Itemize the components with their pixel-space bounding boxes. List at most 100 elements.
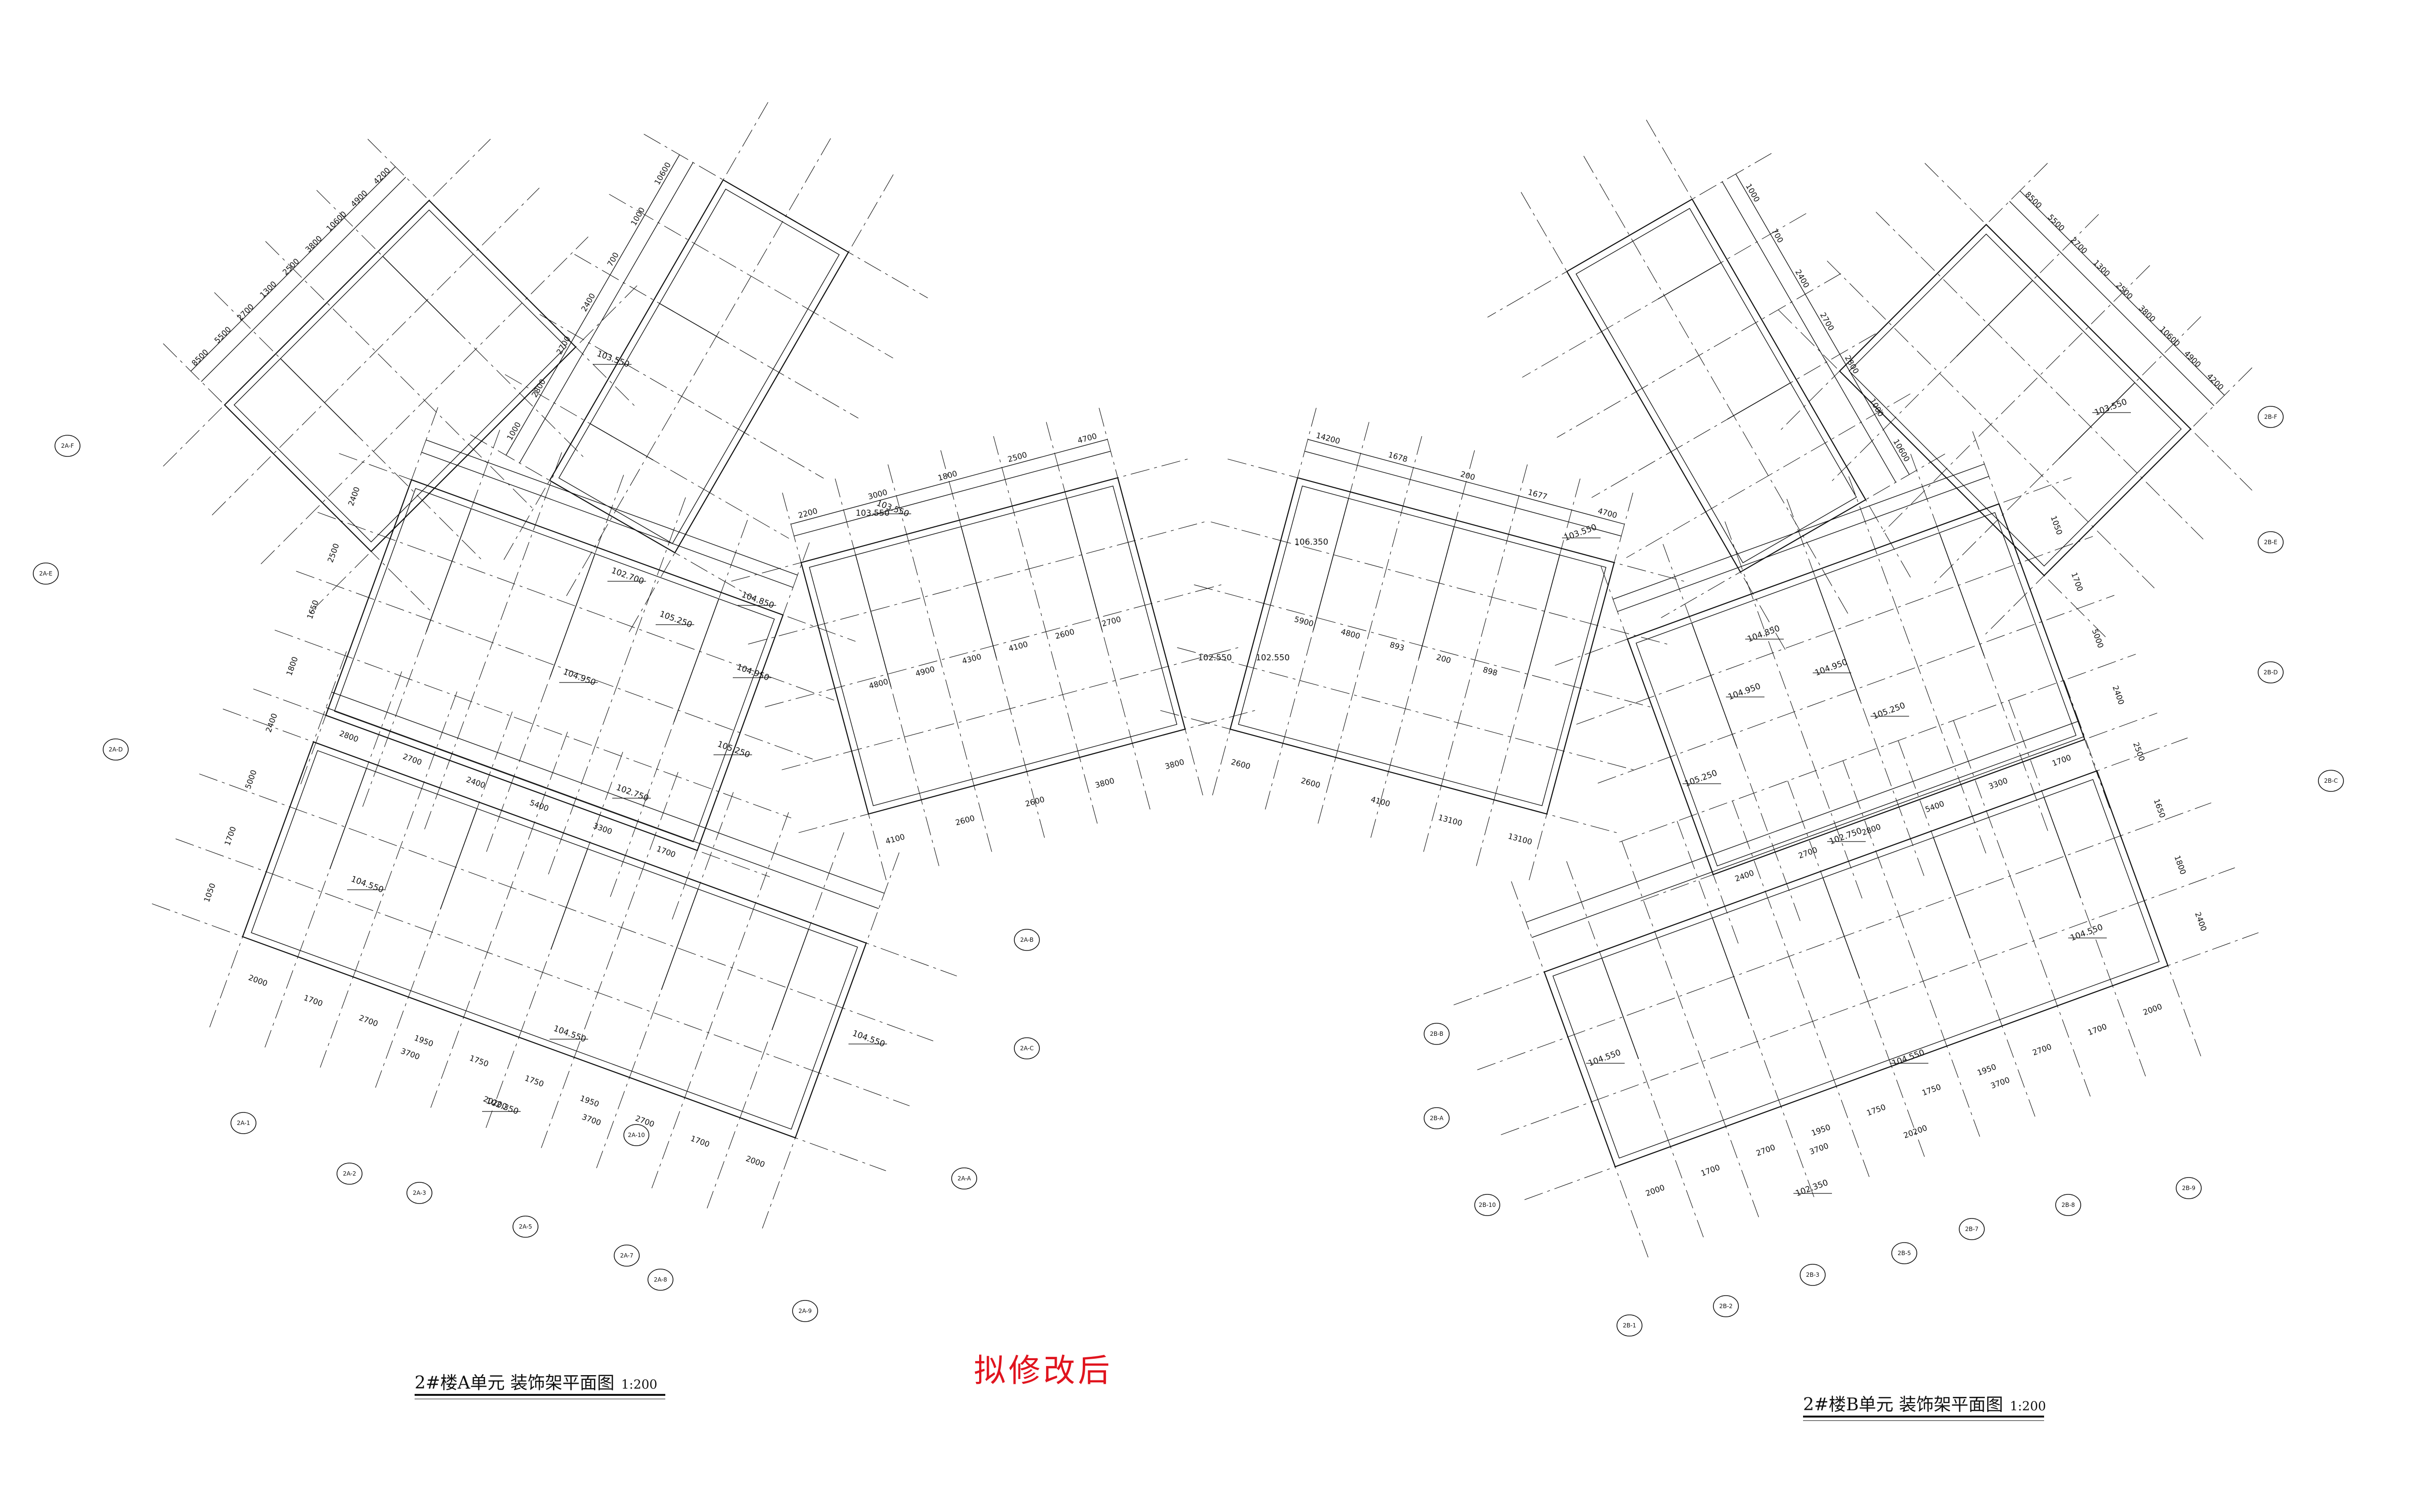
- dimension-label: 2400: [1734, 868, 1755, 883]
- dimension-label: 2700: [1755, 1142, 1777, 1158]
- dimension-label: 2600: [1230, 757, 1252, 771]
- dimension-label: 898: [1482, 665, 1498, 678]
- axis-bubble-label-circle: [1713, 1295, 1739, 1317]
- dimension-label: 4700: [1077, 431, 1098, 445]
- elevation-label: 104.550: [2069, 923, 2104, 943]
- dimension-line: [1307, 439, 1625, 525]
- wing-outline-inner: [1238, 485, 1607, 806]
- partition-line: [1933, 837, 1971, 939]
- dimension-line: [331, 692, 885, 894]
- dimension-label: 700: [1770, 227, 1785, 244]
- dimension-label: 4200: [2205, 372, 2225, 392]
- dimension-label: 1300: [2091, 258, 2112, 278]
- dimension-label: 3300: [592, 821, 614, 836]
- axis-grid-line: [339, 453, 856, 642]
- axis-grid-line: [163, 139, 491, 467]
- dimension-line: [505, 154, 680, 455]
- dimension-label: 4900: [2182, 349, 2203, 369]
- partition-line: [1524, 555, 1560, 687]
- axis-bubble-label: 2A-7: [620, 1252, 633, 1259]
- elevation-label: 106.350: [1294, 537, 1328, 547]
- dimension-label: 3700: [581, 1112, 603, 1127]
- axis-bubble-label-circle: [2318, 770, 2344, 792]
- dimension-line: [791, 439, 1108, 525]
- dimension-line: [421, 452, 794, 588]
- unit-b-scale: 1:200: [2009, 1399, 2046, 1414]
- dimension-label: 2700: [1101, 615, 1122, 629]
- dimension-label: 1800: [937, 469, 958, 483]
- axis-bubbles: 2A-12A-22A-32A-52A-72A-82A-92A-102A-A2A-…: [33, 406, 2344, 1337]
- dimension-line: [519, 162, 694, 464]
- elevation-label: 103.550: [856, 508, 889, 518]
- elevation-label: 105.250: [1683, 768, 1719, 789]
- partition-line: [426, 508, 472, 632]
- axis-bubble-label-circle: [951, 1167, 977, 1190]
- unit-b-title-text: 2#楼B单元 装饰架平面图: [1803, 1395, 2003, 1415]
- partition-line: [382, 256, 459, 333]
- axis-bubble-label: 2B-C: [2324, 777, 2338, 784]
- dimension-label: 5500: [213, 325, 233, 345]
- dimension-label: 2700: [358, 1013, 379, 1029]
- dimension-label: 1750: [1921, 1082, 1942, 1097]
- axis-grid-line: [1843, 761, 1980, 1137]
- wing-outline-inner: [558, 188, 840, 544]
- dimension-label: 3800: [1164, 757, 1185, 771]
- axis-grid-line: [781, 647, 1239, 770]
- axis-bubble-label-circle: [2176, 1177, 2202, 1199]
- dimension-line: [201, 176, 406, 382]
- unit-a-title-text: 2#楼A单元 装饰架平面图: [415, 1373, 615, 1393]
- dimension-label: 1750: [1865, 1102, 1887, 1118]
- elevation-label: 102.350: [485, 1096, 520, 1117]
- wing-outline-inner: [251, 750, 858, 1130]
- axis-grid-line: [1646, 120, 1912, 579]
- axis-bubble-label: 2A-F: [61, 442, 74, 449]
- dimension-label: 4300: [961, 652, 982, 666]
- dimension-line: [1722, 181, 1897, 483]
- dimension-label: 1050: [202, 882, 217, 904]
- partition-line: [1956, 280, 2033, 357]
- axis-bubble-label: 2B-5: [1898, 1250, 1911, 1257]
- axis-bubble-label-circle: [1616, 1314, 1643, 1337]
- axis-bubble-label-circle: [647, 1269, 673, 1291]
- axis-grid-line: [888, 464, 993, 856]
- dimension-line: [1526, 721, 2079, 923]
- partition-line: [1066, 498, 1103, 630]
- axis-bubble-label: 2B-D: [2263, 669, 2277, 676]
- dimension-label: 3800: [303, 234, 323, 254]
- axis-grid-line: [152, 903, 886, 1171]
- axis-grid-line: [1621, 841, 1759, 1218]
- elevation-label: 104.550: [552, 1024, 587, 1044]
- dimension-label: 1677: [1527, 487, 1548, 501]
- elevation-label: 102.750: [615, 783, 650, 803]
- dimension-label: 8500: [190, 348, 210, 368]
- partition-line: [1691, 623, 1737, 747]
- axis-bubble-label: 2B-1: [1623, 1322, 1636, 1329]
- partition-line: [1727, 382, 1791, 420]
- dimension-label: 10600: [2158, 324, 2181, 348]
- axis-grid-line: [629, 173, 895, 632]
- partition-line: [1939, 533, 1985, 656]
- partition-line: [1712, 918, 1750, 1019]
- dimension-label: 1950: [1810, 1123, 1832, 1138]
- dimension-label: 2700: [2031, 1042, 2053, 1057]
- dimension-line: [2020, 190, 2225, 396]
- dimension-label: 2600: [1300, 776, 1321, 790]
- axis-grid-line: [1583, 156, 1849, 616]
- dimension-label: 5400: [1924, 799, 1946, 815]
- elevation-label: 102.750: [1828, 826, 1863, 847]
- dimension-label: 2500: [2131, 741, 2147, 763]
- dimension-label: 3700: [400, 1046, 421, 1062]
- axis-grid-line: [1521, 192, 1787, 652]
- wing-outline-inner: [1635, 512, 2077, 867]
- axis-grid-line: [1511, 881, 1649, 1258]
- dimension-label: 1050: [2049, 514, 2064, 536]
- partition-line: [1822, 877, 1860, 979]
- axis-bubble-label-circle: [1959, 1218, 1985, 1240]
- elevation-label: 102.550: [1256, 653, 1290, 663]
- axis-bubble-label: 2A-A: [957, 1175, 971, 1182]
- axis-bubble-label-circle: [54, 435, 81, 457]
- partition-line: [280, 358, 357, 435]
- unit-b-title: 2#楼B单元 装饰架平面图 1:200: [1803, 1391, 2046, 1416]
